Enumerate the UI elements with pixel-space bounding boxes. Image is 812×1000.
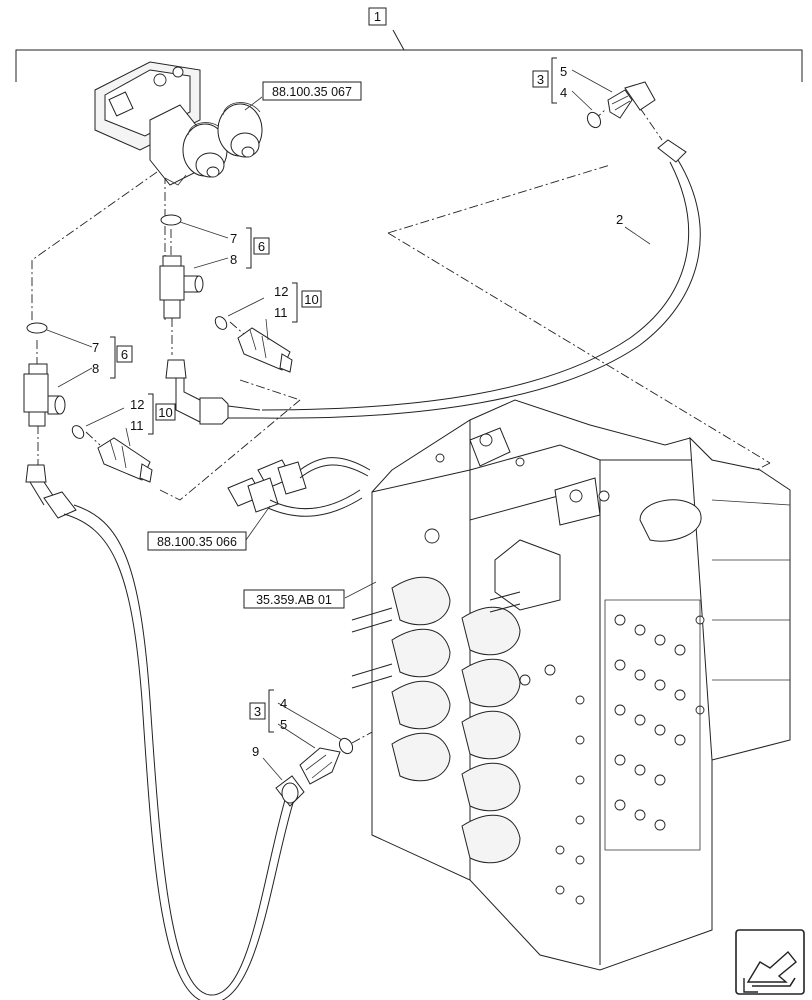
callout-item-7-lower: 7	[92, 340, 99, 355]
hose-lower	[25, 464, 305, 1000]
hose-upper	[165, 139, 701, 425]
callout-item-8-lower: 8	[92, 361, 99, 376]
callout-item-12-upper: 12	[274, 284, 288, 299]
callout-group-bracket-upper: 3	[537, 72, 544, 87]
callout-group-6-lower: 6	[121, 347, 128, 362]
callout-item-7-upper: 7	[230, 231, 237, 246]
pressure-switch-upper	[214, 316, 293, 373]
callout-item-4-upper: 4	[560, 85, 567, 100]
callout-hose-lower: 9	[252, 744, 259, 759]
assembly-bracket: 1	[15, 7, 803, 82]
solenoid-coil-right	[217, 102, 263, 158]
elbow-fitting-lower	[299, 737, 354, 785]
callout-group-10-lower: 10	[158, 405, 172, 420]
callout-item-8-upper: 8	[230, 252, 237, 267]
connector-harness	[227, 457, 371, 517]
callout-item-12-lower: 12	[130, 397, 144, 412]
callout-hose-upper: 2	[616, 212, 623, 227]
callout-item-5-upper: 5	[560, 64, 567, 79]
callout-group-10-upper: 10	[304, 292, 318, 307]
callout-group-bracket-lower: 3	[254, 704, 261, 719]
callout-item-11-upper: 11	[274, 305, 288, 320]
callout-item-11-lower: 11	[130, 418, 144, 433]
callout-assembly: 1	[374, 9, 381, 24]
tee-fitting-upper	[159, 214, 204, 319]
ref-connector-harness: 88.100.35 066	[157, 535, 237, 549]
control-valve-block	[351, 399, 791, 971]
callout-item-4-lower: 4	[280, 696, 287, 711]
callout-item-5-lower: 5	[280, 717, 287, 732]
elbow-fitting-upper	[586, 81, 656, 129]
callout-group-6-upper: 6	[258, 239, 265, 254]
ref-solenoid-block: 88.100.35 067	[272, 85, 352, 99]
tee-fitting-lower	[23, 322, 66, 427]
next-page-arrow-icon[interactable]	[735, 929, 805, 995]
ref-control-valve: 35.359.AB 01	[256, 593, 332, 607]
pressure-switch-lower	[71, 425, 153, 483]
solenoid-valve-block	[94, 61, 263, 186]
